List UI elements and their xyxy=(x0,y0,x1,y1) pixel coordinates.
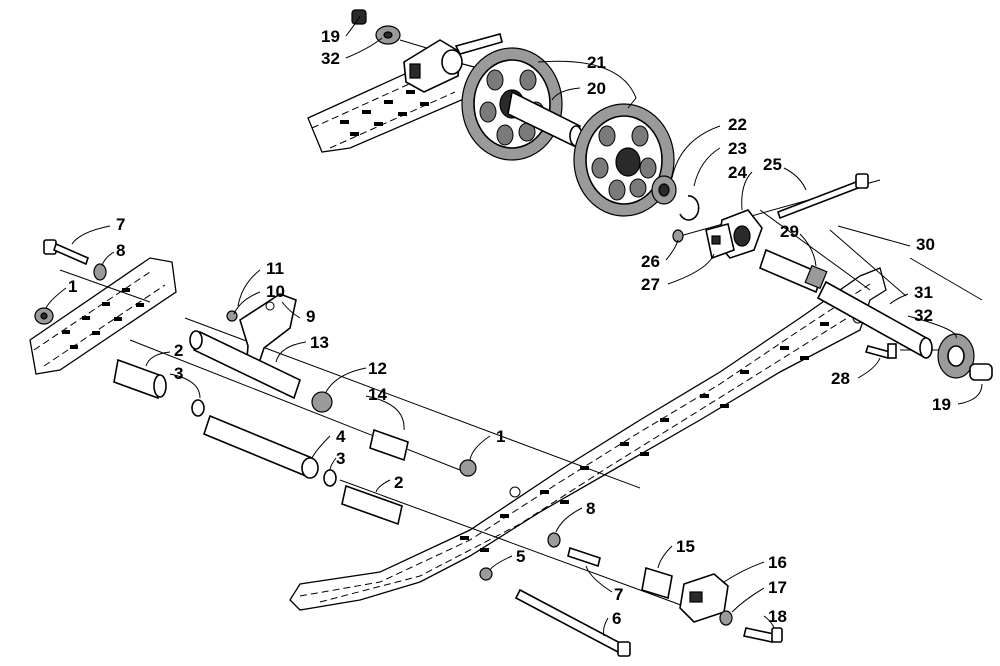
callout-10: 10 xyxy=(266,282,285,301)
callout-3-bottom: 3 xyxy=(336,449,345,468)
callout-12: 12 xyxy=(368,359,387,378)
callout-31: 31 xyxy=(914,283,933,302)
callout-8-top: 8 xyxy=(116,241,125,260)
callout-1-center: 1 xyxy=(496,427,505,446)
callout-1-left: 1 xyxy=(68,277,77,296)
callout-20: 20 xyxy=(587,79,606,98)
idler-wheel-assembly xyxy=(351,9,869,260)
callout-23: 23 xyxy=(728,139,747,158)
callout-8-bottom: 8 xyxy=(586,499,595,518)
callout-27: 27 xyxy=(641,275,660,294)
callout-13: 13 xyxy=(310,333,329,352)
callout-18: 18 xyxy=(768,607,787,626)
callout-5: 5 xyxy=(516,547,525,566)
leader-lines xyxy=(45,15,983,637)
callout-24: 24 xyxy=(728,163,747,182)
callout-16: 16 xyxy=(768,553,787,572)
rear-axle-assembly xyxy=(759,248,993,381)
callout-7-bottom: 7 xyxy=(614,585,623,604)
callout-19-top: 19 xyxy=(321,27,340,46)
left-rail xyxy=(29,257,177,375)
callout-32-right: 32 xyxy=(914,306,933,325)
callout-6: 6 xyxy=(612,609,621,628)
callout-17: 17 xyxy=(768,578,787,597)
callout-11: 11 xyxy=(266,259,284,278)
callout-29: 29 xyxy=(780,222,799,241)
callout-26: 26 xyxy=(641,252,660,271)
callout-28: 28 xyxy=(831,369,850,388)
callout-7-top: 7 xyxy=(116,215,125,234)
callout-2-bottom: 2 xyxy=(394,473,403,492)
callout-32-top: 32 xyxy=(321,49,340,68)
callout-30: 30 xyxy=(916,235,935,254)
left-hardware xyxy=(34,239,477,526)
callout-3-top: 3 xyxy=(174,364,183,383)
callout-4: 4 xyxy=(336,427,346,446)
callout-22: 22 xyxy=(728,115,747,134)
bottom-hardware xyxy=(479,532,783,657)
callout-19-right: 19 xyxy=(932,395,951,414)
callout-21: 21 xyxy=(587,53,606,72)
callout-2-top: 2 xyxy=(174,341,183,360)
callout-9: 9 xyxy=(306,307,315,326)
callout-14: 14 xyxy=(368,385,387,404)
callout-15: 15 xyxy=(676,537,695,556)
callout-labels: 19 32 21 20 22 23 24 25 29 30 26 27 31 3… xyxy=(68,27,951,628)
callout-25: 25 xyxy=(763,155,782,174)
